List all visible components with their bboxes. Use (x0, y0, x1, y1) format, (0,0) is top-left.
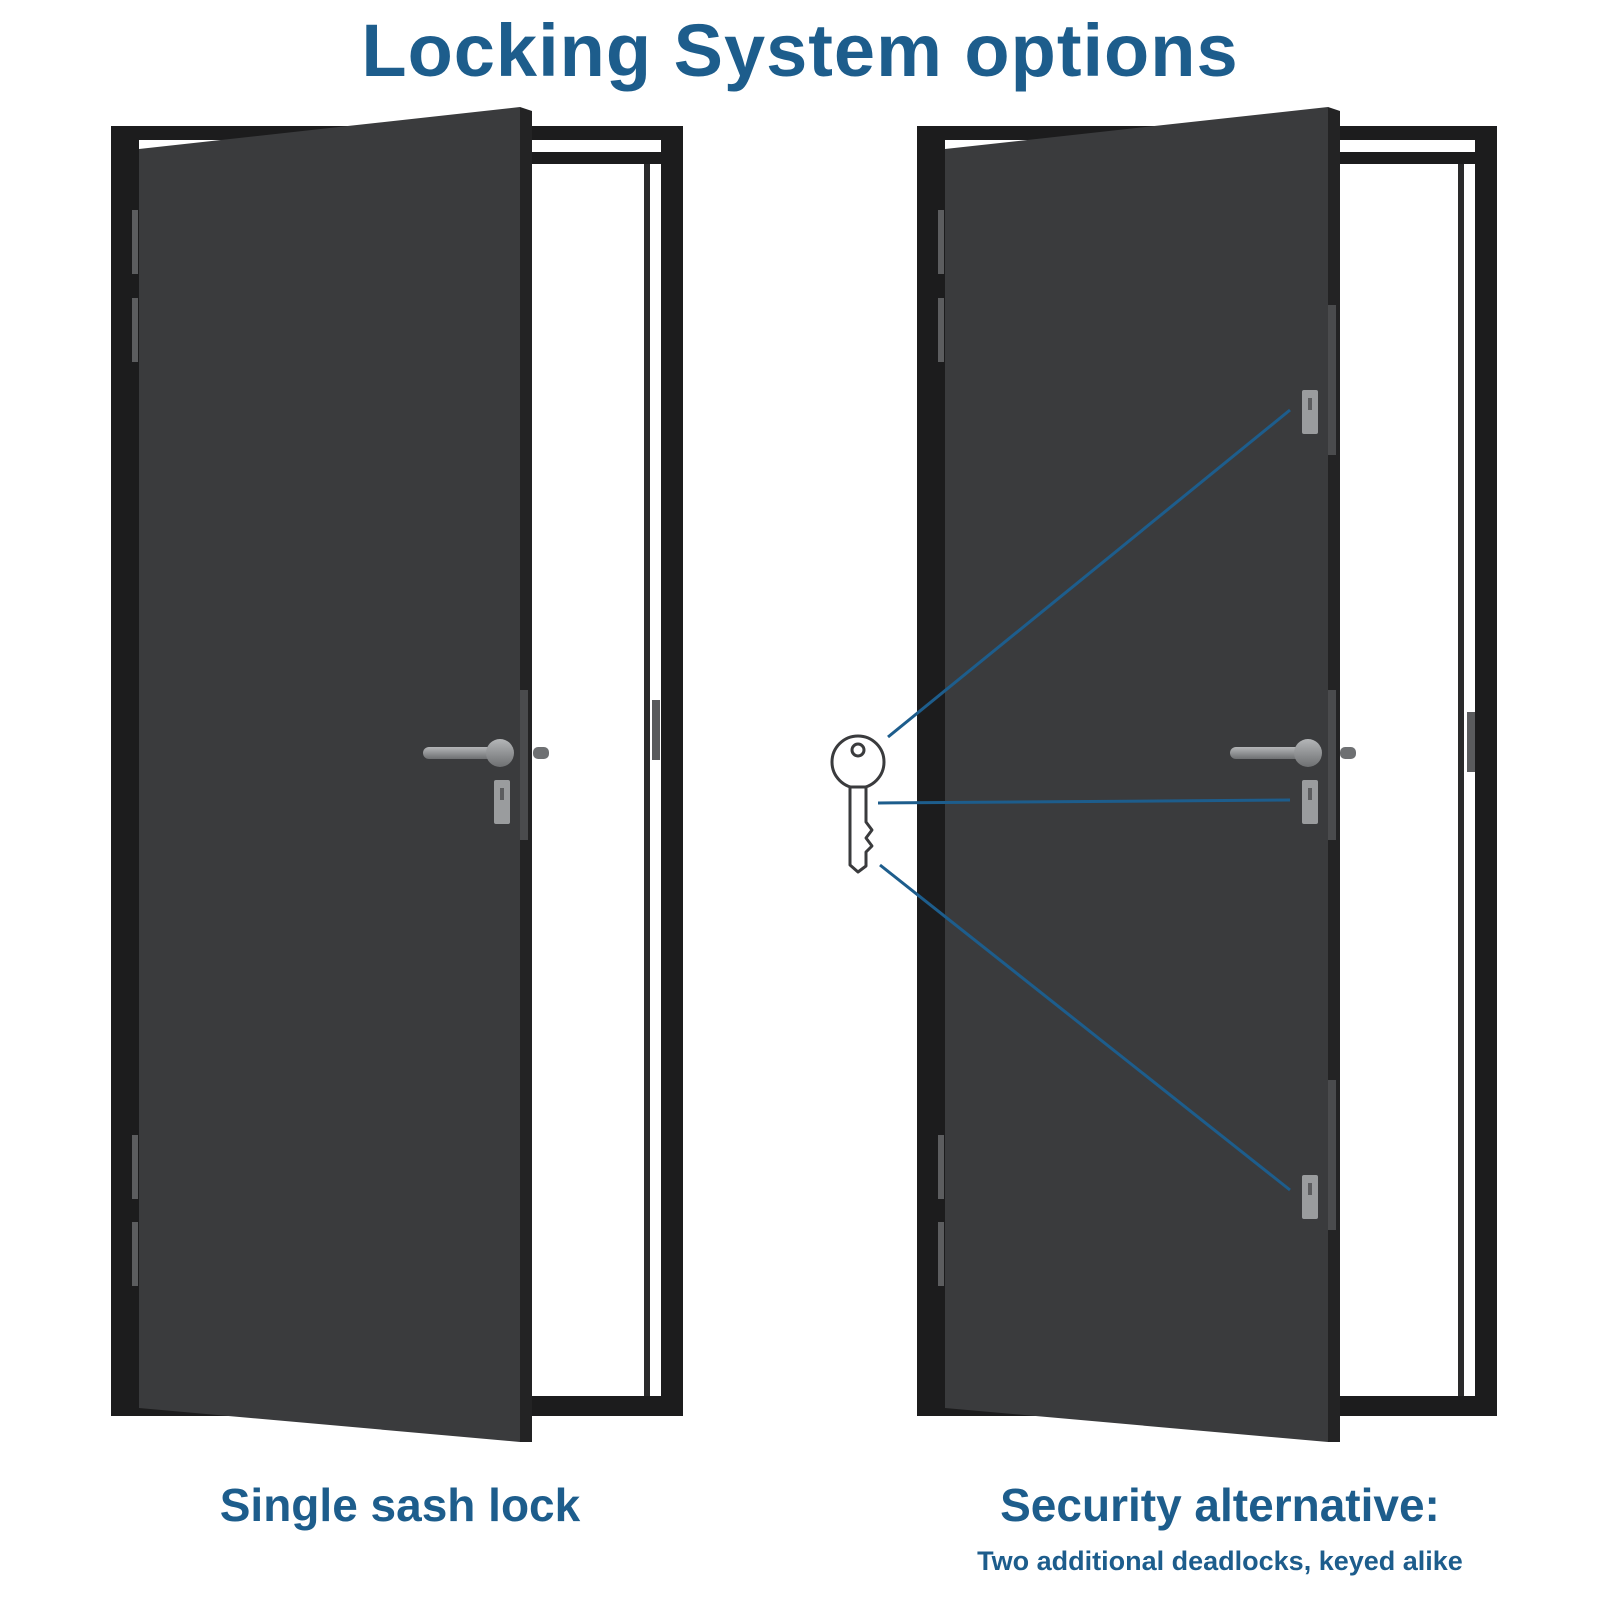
hinge-icon (938, 210, 944, 1286)
keyhole-escutcheon-icon (1302, 1175, 1318, 1219)
left-caption: Single sash lock (219, 1479, 581, 1531)
right-subcaption: Two additional deadlocks, keyed alike (977, 1546, 1463, 1576)
keyhole-escutcheon-icon (494, 780, 510, 824)
connector-lines (877, 408, 1291, 1192)
right-caption: Security alternative: (1000, 1479, 1440, 1531)
connector-line-top (887, 408, 1291, 739)
right-door-leaf (945, 107, 1340, 1442)
connector-line-middle (877, 798, 1291, 805)
left-door-set (111, 107, 683, 1442)
lever-handle-icon (1230, 739, 1356, 767)
key-icon (830, 734, 886, 874)
hinge-icon (132, 210, 138, 1286)
left-door-leaf (139, 107, 532, 1442)
connector-line-bottom (879, 863, 1291, 1192)
keyhole-escutcheon-icon (1302, 390, 1318, 434)
right-door-set (917, 107, 1497, 1442)
page-title: Locking System options (361, 9, 1239, 92)
lever-handle-icon (423, 739, 549, 767)
keyhole-escutcheon-icon (1302, 780, 1318, 824)
